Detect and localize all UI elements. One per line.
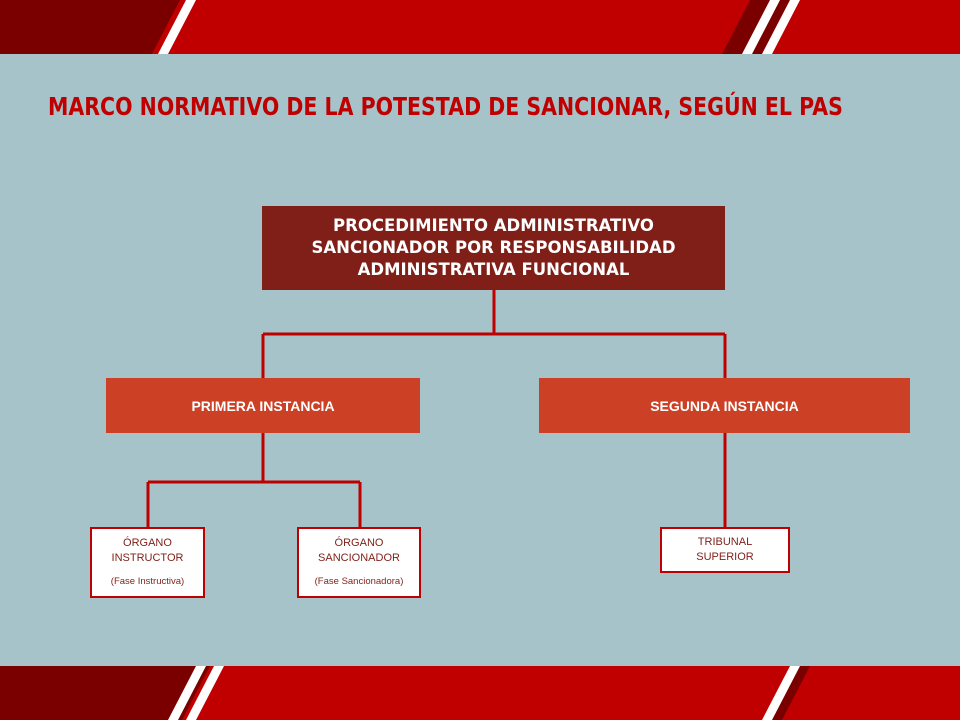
tribunal-superior-line-2: SUPERIOR: [696, 551, 754, 563]
header-band: [0, 0, 960, 54]
tribunal-superior-name: TRIBUNAL SUPERIOR: [696, 535, 753, 565]
root-line-2: SANCIONADOR POR RESPONSABILIDAD: [311, 238, 676, 257]
primera-instancia-node: PRIMERA INSTANCIA: [106, 378, 420, 433]
tribunal-superior-line-1: TRIBUNAL: [697, 536, 753, 548]
root-line-3: ADMINISTRATIVA FUNCIONAL: [357, 260, 630, 279]
segunda-instancia-label: SEGUNDA INSTANCIA: [650, 397, 799, 414]
organo-instructor-line-2: INSTRUCTOR: [111, 552, 184, 564]
organo-instructor-phase: (Fase Instructiva): [110, 576, 185, 587]
tribunal-superior-node: TRIBUNAL SUPERIOR: [660, 527, 790, 573]
organo-sancionador-line-2: SANCIONADOR: [318, 552, 400, 564]
organo-instructor-name: ÓRGANO INSTRUCTOR: [112, 536, 184, 566]
organo-instructor-node: ÓRGANO INSTRUCTOR (Fase Instructiva): [90, 527, 205, 598]
organo-instructor-line-1: ÓRGANO: [123, 537, 172, 549]
primera-instancia-label: PRIMERA INSTANCIA: [191, 397, 335, 414]
organo-sancionador-line-1: ÓRGANO: [334, 537, 384, 549]
segunda-instancia-node: SEGUNDA INSTANCIA: [539, 378, 910, 433]
organo-sancionador-node: ÓRGANO SANCIONADOR (Fase Sancionadora): [297, 527, 421, 598]
organo-sancionador-name: ÓRGANO SANCIONADOR: [318, 536, 400, 566]
footer-band: [0, 666, 960, 720]
organo-sancionador-phase: (Fase Sancionadora): [314, 576, 404, 587]
root-node: PROCEDIMIENTO ADMINISTRATIVO SANCIONADOR…: [262, 206, 725, 290]
root-line-1: PROCEDIMIENTO ADMINISTRATIVO: [333, 216, 654, 235]
page-title: MARCO NORMATIVO DE LA POTESTAD DE SANCIO…: [48, 92, 843, 121]
